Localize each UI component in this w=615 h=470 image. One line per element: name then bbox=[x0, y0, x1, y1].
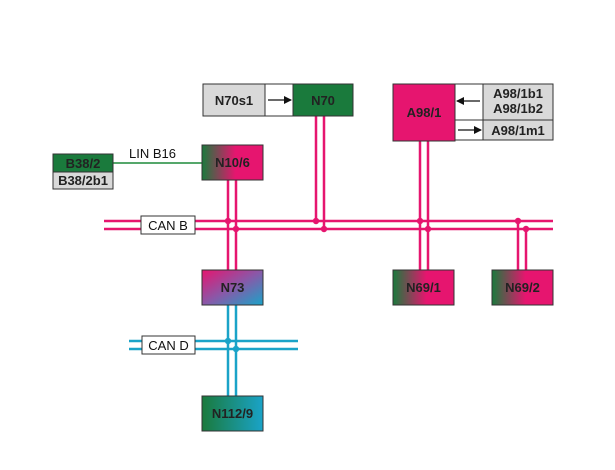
n69-2-can-b-drop bbox=[514, 217, 530, 270]
n70-label: N70 bbox=[311, 93, 335, 108]
b38-2b1-label: B38/2b1 bbox=[58, 173, 108, 188]
n69-1-label: N69/1 bbox=[406, 280, 441, 295]
node-n70s1: N70s1 bbox=[202, 83, 294, 117]
can-d-label: CAN D bbox=[141, 335, 196, 355]
node-n69-1: N69/1 bbox=[392, 269, 455, 306]
b38-2-label: B38/2 bbox=[66, 156, 101, 171]
node-n69-2: N69/2 bbox=[491, 269, 554, 306]
node-n112-9: N112/9 bbox=[201, 395, 264, 432]
a98-1-n69-1-can-b-link bbox=[416, 141, 432, 270]
n10-6-n73-can-b-link bbox=[224, 180, 240, 270]
n70s1-label: N70s1 bbox=[215, 93, 253, 108]
a98-1-label: A98/1 bbox=[407, 105, 442, 120]
n112-9-label: N112/9 bbox=[212, 406, 253, 421]
n73-label: N73 bbox=[221, 280, 245, 295]
can-b-label: CAN B bbox=[140, 215, 196, 235]
n10-6-label: N10/6 bbox=[215, 155, 250, 170]
node-b38-2: B38/2 B38/2b1 bbox=[52, 153, 114, 190]
a98-1b1-label: A98/1b1 bbox=[493, 86, 543, 101]
n69-2-label: N69/2 bbox=[505, 280, 540, 295]
n73-n112-9-can-d-link bbox=[224, 305, 240, 396]
can-b-label-text: CAN B bbox=[148, 218, 188, 233]
node-a98-1: A98/1 bbox=[392, 83, 456, 142]
n70-can-b-drop bbox=[312, 115, 328, 233]
can-d-label-text: CAN D bbox=[148, 338, 188, 353]
node-n70: N70 bbox=[292, 83, 354, 117]
lin-b16-line: LIN B16 bbox=[113, 146, 202, 164]
a98-1b2-label: A98/1b2 bbox=[493, 101, 543, 116]
a98-1m1-label: A98/1m1 bbox=[491, 123, 544, 138]
lin-b16-label: LIN B16 bbox=[129, 146, 176, 161]
a98-1-signal-panel: A98/1b1 A98/1b2 A98/1m1 bbox=[454, 83, 554, 141]
node-n73: N73 bbox=[201, 269, 264, 306]
node-n10-6: N10/6 bbox=[201, 144, 264, 181]
